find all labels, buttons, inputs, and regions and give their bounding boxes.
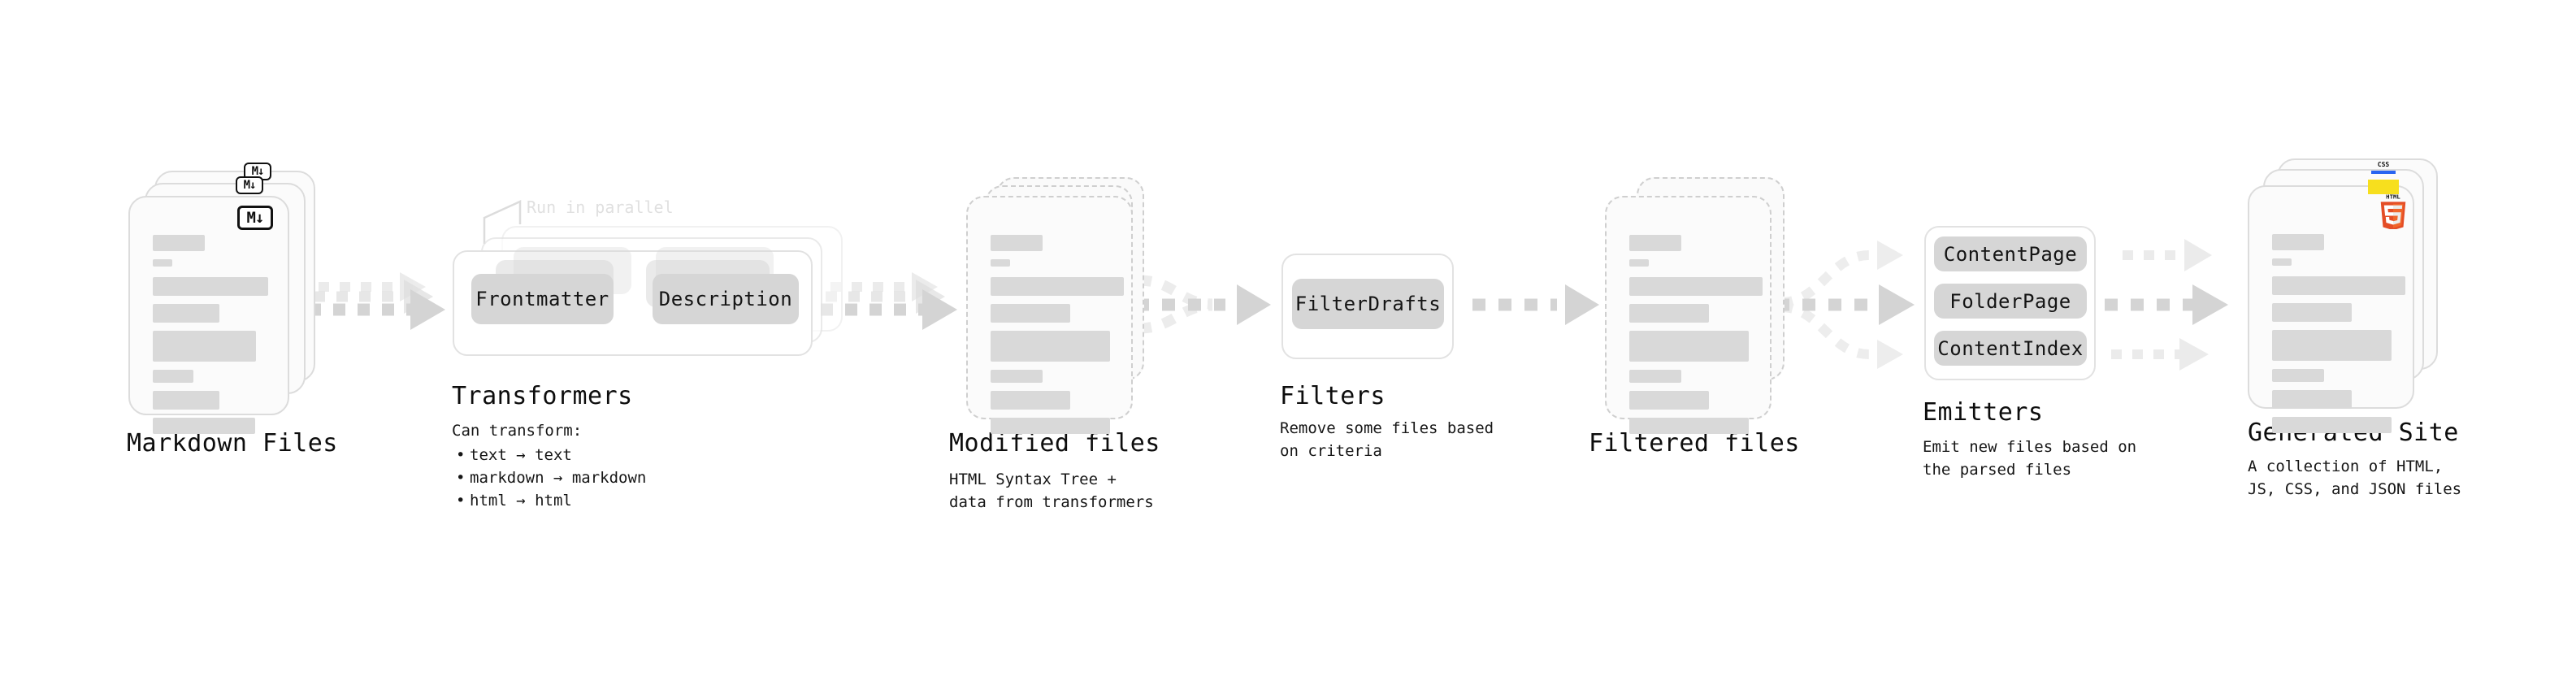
transformers-description-lead: Can transform: xyxy=(452,422,583,440)
emitter-pill-contentindex[interactable]: ContentIndex xyxy=(1934,331,2087,366)
html5-logo-icon: HTML xyxy=(2378,193,2409,231)
run-in-parallel-note: Run in parallel xyxy=(527,197,674,217)
modified-files-subtitle: HTML Syntax Tree + data from transformer… xyxy=(949,471,1154,511)
markdown-badge-mid: M↓ xyxy=(236,176,263,194)
transformers-bullet-0: text → text xyxy=(456,444,646,466)
markdown-badge-front: M↓ xyxy=(237,206,273,230)
modified-sheet-front xyxy=(966,196,1133,434)
emitter-pill-folderpage[interactable]: FolderPage xyxy=(1934,284,2087,319)
markdown-skeleton-lines xyxy=(153,235,268,442)
arrow-emitters-to-site xyxy=(2105,239,2228,371)
arrow-markdown-to-transformers xyxy=(309,272,445,330)
js-logo-icon xyxy=(2368,180,2399,194)
css3-logo-icon: CSS xyxy=(2371,161,2396,174)
transformer-pill-description[interactable]: Description xyxy=(653,274,799,324)
filtered-sheet-front xyxy=(1605,196,1772,434)
generated-site-subtitle: A collection of HTML, JS, CSS, and JSON … xyxy=(2248,458,2462,498)
filtered-skeleton-lines xyxy=(1629,235,1763,442)
transformers-bullet-1: markdown → markdown xyxy=(456,466,646,489)
svg-text:HTML: HTML xyxy=(2386,193,2400,201)
arrow-filters-to-filtered xyxy=(1472,284,1599,325)
filters-subtitle: Remove some files based on criteria xyxy=(1280,419,1494,460)
css3-logo-label: CSS xyxy=(2377,161,2390,168)
emitters-title: Emitters xyxy=(1923,398,2044,427)
arrow-filtered-to-emitters xyxy=(1776,241,1915,369)
markdown-sheet-front xyxy=(128,196,289,434)
css3-logo-bar xyxy=(2371,171,2396,174)
site-skeleton-lines xyxy=(2272,234,2405,441)
transformers-title: Transformers xyxy=(452,382,633,410)
arrow-modified-to-filters xyxy=(1136,275,1271,334)
emitters-subtitle: Emit new files based on the parsed files xyxy=(1923,438,2137,479)
filters-title: Filters xyxy=(1280,382,1386,410)
transformer-pill-frontmatter[interactable]: Frontmatter xyxy=(471,274,614,324)
filter-pill-filterdrafts[interactable]: FilterDrafts xyxy=(1292,279,1444,329)
transformers-description: Can transform: text → text markdown → ma… xyxy=(452,419,646,512)
emitter-pill-contentpage[interactable]: ContentPage xyxy=(1934,236,2087,271)
modified-skeleton-lines xyxy=(991,235,1124,442)
transformers-bullet-list: text → text markdown → markdown html → h… xyxy=(452,444,646,512)
transformers-bullet-2: html → html xyxy=(456,489,646,512)
